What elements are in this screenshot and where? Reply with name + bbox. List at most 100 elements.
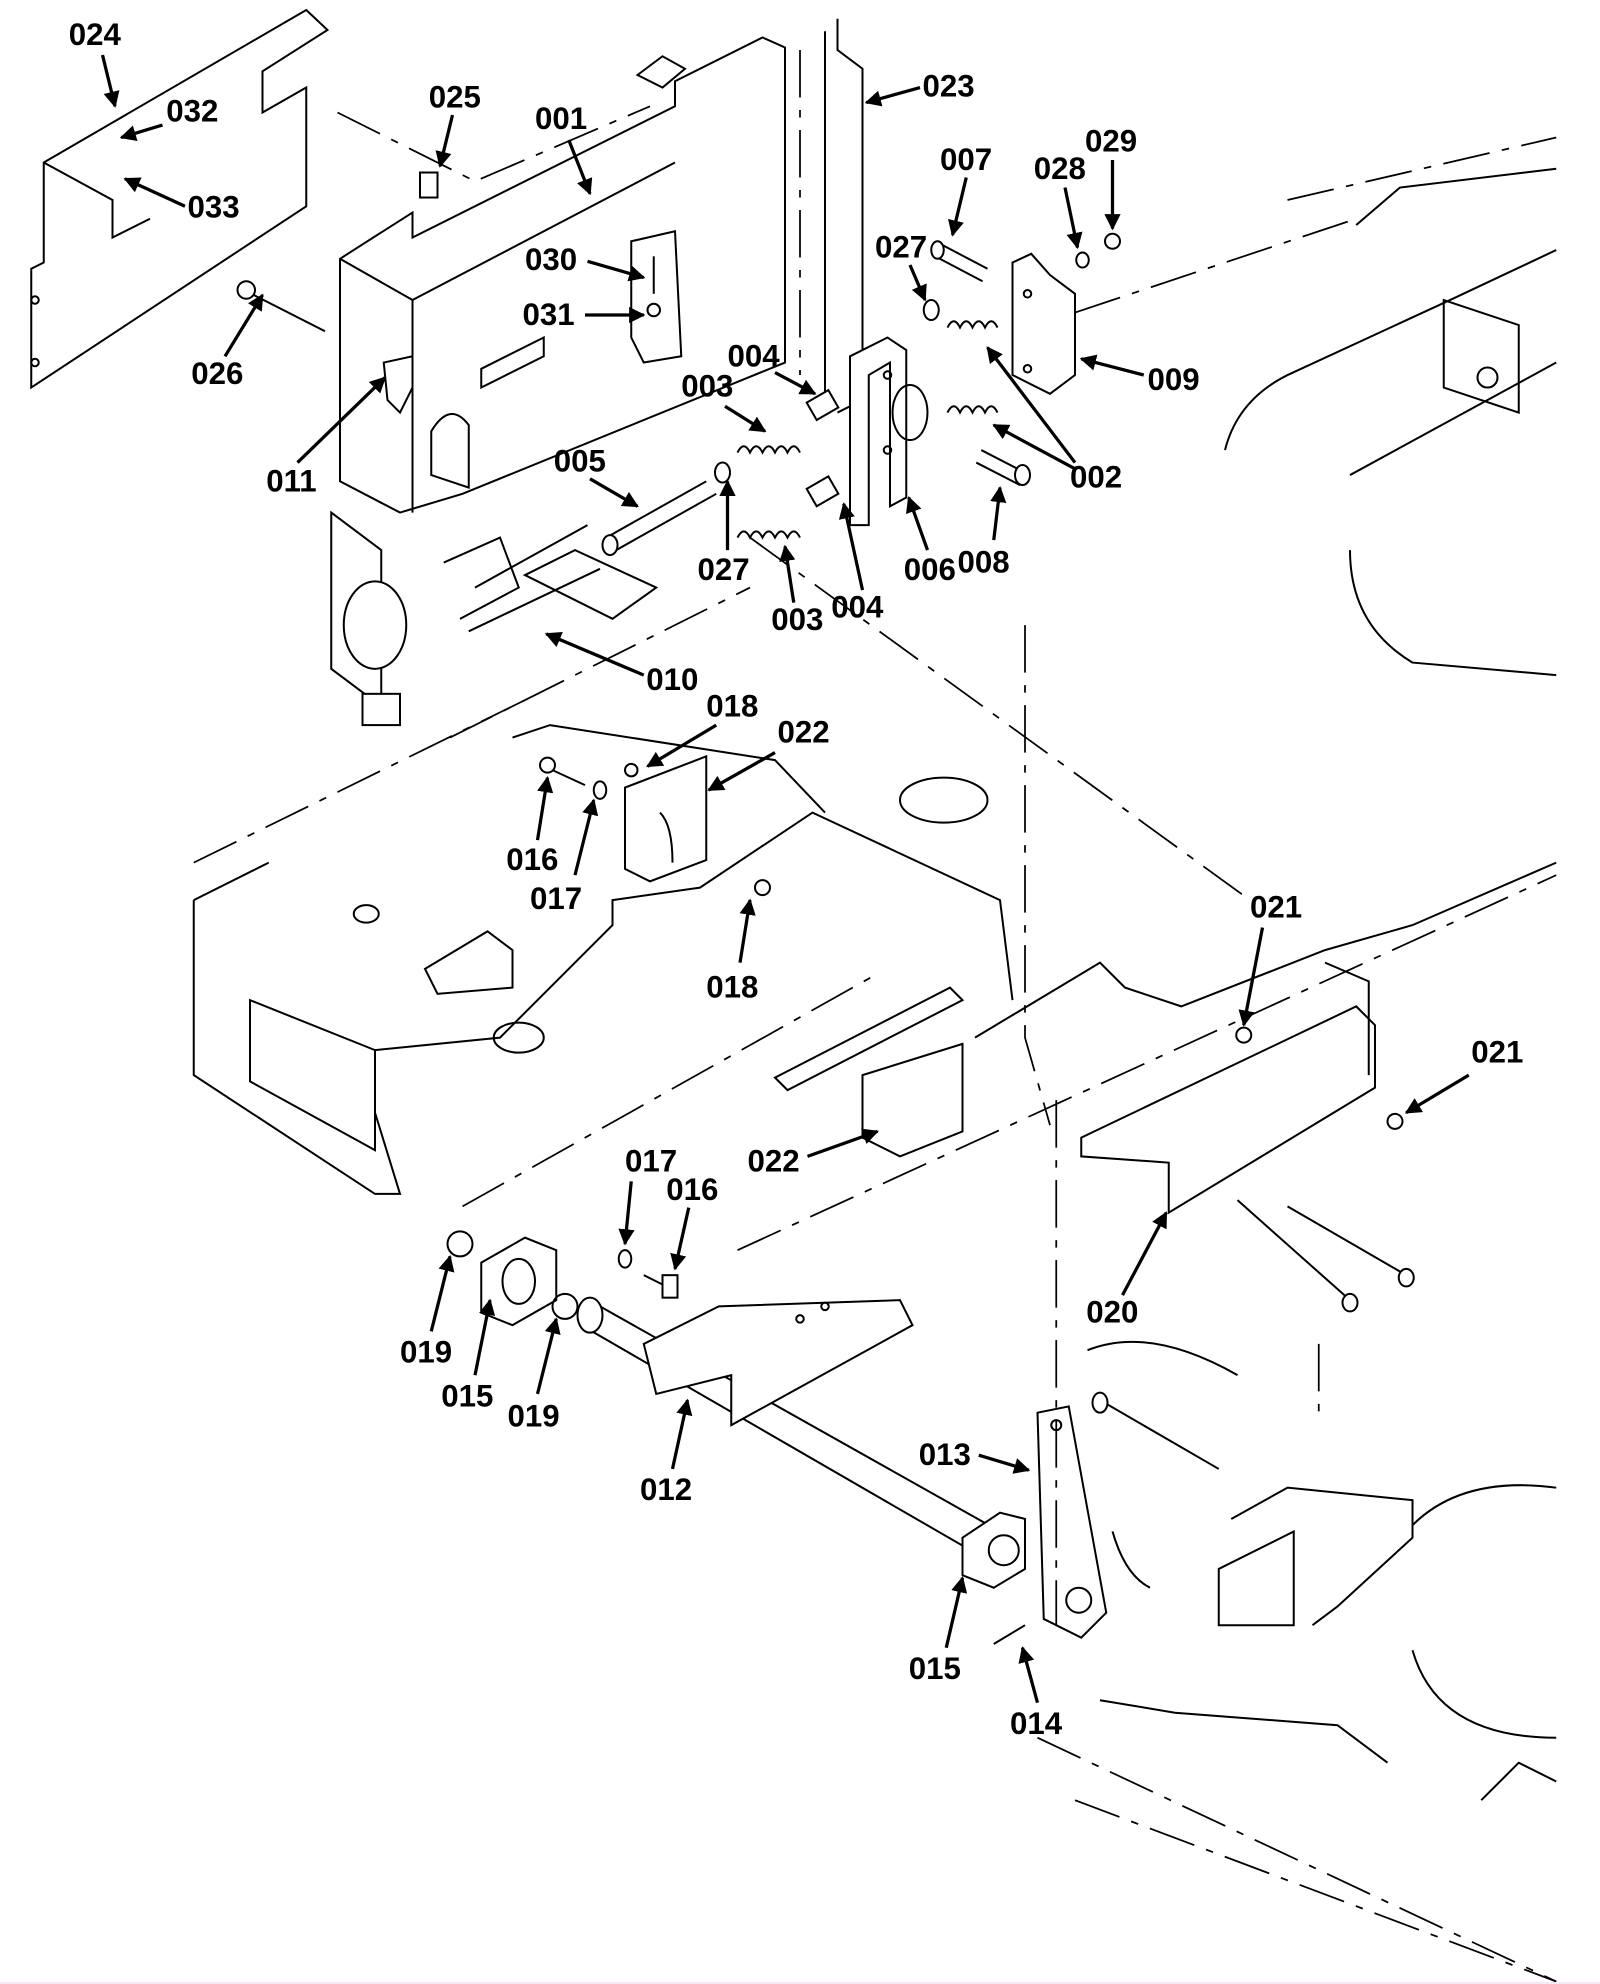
callout-029: 029 (1085, 123, 1137, 231)
callout-label: 022 (778, 715, 830, 750)
callout-030: 030 (525, 242, 646, 282)
callout-label: 021 (1471, 1035, 1523, 1070)
callout-014: 014 (1010, 1646, 1063, 1741)
callout-022-lower: 022 (748, 1128, 880, 1178)
callout-002: 002 (986, 346, 1122, 495)
callout-017-lower: 017 (618, 1143, 677, 1246)
part-016-017-018-hardware-upper (539, 756, 771, 897)
part-010-actuator (330, 510, 659, 727)
callout-label: 027 (875, 230, 927, 265)
callout-label: 005 (554, 443, 606, 478)
callout-010: 010 (544, 632, 698, 697)
callout-004-lower: 004 (831, 502, 884, 625)
callout-label: 013 (919, 1437, 971, 1472)
part-015-bearing-lower (961, 1511, 1026, 1589)
callout-005: 005 (554, 443, 639, 508)
part-springs (736, 320, 999, 540)
part-013-lever-arm (1036, 1391, 1220, 1639)
callout-020: 020 (1086, 1211, 1168, 1330)
callout-label: 018 (706, 970, 758, 1005)
callout-032: 032 (119, 93, 218, 142)
callout-label: 003 (681, 368, 733, 403)
callout-012: 012 (640, 1398, 693, 1507)
callout-label: 019 (508, 1398, 560, 1433)
callout-label: 015 (441, 1378, 493, 1413)
callout-003-upper: 003 (681, 368, 767, 433)
part-009-bracket (1011, 252, 1076, 395)
part-012-shaft (576, 1296, 1001, 1558)
part-025-clip (419, 171, 439, 199)
callout-label: 016 (666, 1172, 718, 1207)
callout-019-right: 019 (508, 1317, 561, 1433)
callout-018-lower: 018 (706, 898, 758, 1005)
callout-label: 025 (429, 80, 481, 115)
callout-008: 008 (958, 485, 1010, 580)
part-024-cover-panel (30, 8, 330, 390)
callout-label: 023 (923, 68, 975, 103)
part-007-008-pins (930, 240, 1031, 487)
callout-016-lower: 016 (666, 1172, 718, 1271)
callout-label: 020 (1086, 1295, 1138, 1330)
callout-label: 018 (706, 688, 758, 723)
callout-label: 004 (831, 590, 884, 625)
callout-011: 011 (266, 376, 387, 498)
callout-label: 011 (266, 463, 316, 498)
callout-label: 022 (748, 1143, 800, 1178)
callout-019-left: 019 (400, 1254, 455, 1370)
callout-label: 028 (1034, 151, 1086, 186)
callout-label: 007 (940, 142, 992, 177)
callout-022-upper: 022 (707, 715, 830, 792)
callout-031: 031 (523, 297, 646, 332)
callout-label: 006 (904, 552, 956, 587)
part-lower-frame (1087, 1340, 1557, 1801)
callout-label: 027 (698, 552, 750, 587)
callout-label: 016 (506, 842, 558, 877)
callout-007: 007 (940, 142, 992, 237)
callout-label: 019 (400, 1335, 452, 1370)
callout-label: 032 (166, 93, 218, 128)
callout-018-upper: 018 (646, 688, 758, 768)
callout-015-lower: 015 (909, 1576, 968, 1686)
callout-label: 002 (1070, 460, 1122, 495)
callout-016-upper: 016 (506, 775, 558, 877)
callout-label: 033 (188, 190, 240, 225)
callout-006: 006 (904, 496, 956, 587)
callout-021-upper: 021 (1238, 890, 1302, 1027)
bottom-edge (0, 1982, 1600, 1984)
callout-label: 021 (1250, 890, 1302, 925)
part-016-017-hardware-lower (617, 1249, 679, 1299)
callout-023: 023 (864, 68, 975, 107)
callout-021-right: 021 (1404, 1035, 1523, 1115)
callout-label: 010 (646, 662, 698, 697)
callout-label: 008 (958, 545, 1010, 580)
callout-label: 029 (1085, 123, 1137, 158)
part-006-bracket (849, 336, 929, 527)
callout-label: 003 (771, 602, 823, 637)
part-022-plate-upper (624, 754, 708, 883)
callout-001: 001 (535, 101, 593, 196)
callout-label: 024 (69, 17, 122, 52)
part-030-031-bolt-plate (630, 230, 683, 364)
callout-label: 017 (625, 1143, 677, 1178)
part-022-plate-lower (773, 986, 965, 1158)
callout-label: 026 (191, 356, 243, 391)
callout-013: 013 (919, 1437, 1031, 1474)
callout-025: 025 (429, 80, 481, 168)
callout-033: 033 (123, 177, 240, 225)
callout-028: 028 (1034, 151, 1086, 250)
part-001-mounting-bracket (339, 36, 786, 514)
callout-017-upper: 017 (530, 798, 599, 916)
callout-label: 014 (1010, 1706, 1063, 1741)
callout-003-lower: 003 (771, 544, 823, 637)
part-bushings-washers (714, 232, 1121, 508)
part-005-bolt (601, 480, 717, 557)
callout-027-upper: 027 (875, 230, 927, 302)
part-014-pin (993, 1624, 1026, 1645)
callout-015-upper: 015 (441, 1298, 496, 1413)
callout-label: 009 (1148, 362, 1200, 397)
part-frame-right (974, 167, 1557, 1039)
part-center-frame (192, 724, 1014, 1195)
phantom-centerlines (193, 50, 1557, 1983)
callout-009: 009 (1079, 354, 1200, 397)
